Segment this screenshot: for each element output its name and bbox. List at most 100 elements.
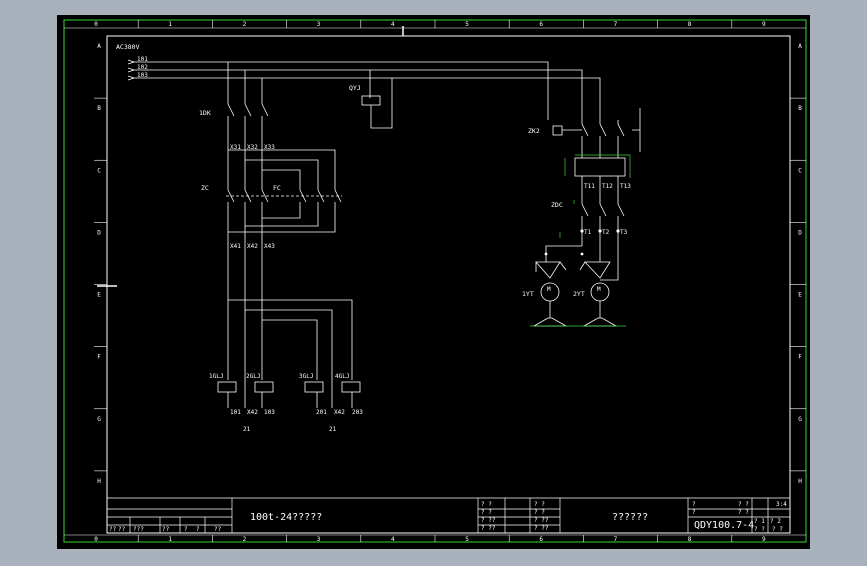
column-number-top: 6	[539, 21, 543, 28]
label-x41: X41	[230, 243, 241, 250]
tb-mid-cell-2: ? ?	[481, 509, 492, 516]
row-letter-left: H	[97, 478, 101, 485]
column-number-top: 2	[243, 21, 247, 28]
tb-left-cell-7: ??	[214, 526, 222, 533]
tb-left-cell-4: ??	[162, 526, 170, 533]
column-number-top: 1	[168, 21, 172, 28]
row-letter-left: A	[97, 43, 101, 50]
tb-right-cell-3: ? ?	[738, 501, 749, 508]
label-t13: T13	[620, 183, 631, 190]
relay-3glj	[304, 381, 324, 393]
tb-left-cell-5: ?	[184, 526, 188, 533]
label-qyj: QYJ	[349, 84, 361, 92]
tb-sheet-2: ? 2	[770, 518, 781, 525]
tb-right-cell-4: ? ?	[738, 509, 749, 516]
row-letter-right: A	[798, 43, 802, 50]
row-letter-left: C	[97, 167, 101, 174]
terminal-201: 201	[316, 409, 327, 416]
tb-left-cell-1: ??	[109, 526, 117, 533]
column-number-top: 0	[94, 21, 98, 28]
label-1glj: 1GLJ	[209, 373, 223, 380]
zk2-contacts	[581, 120, 625, 137]
tb-scale: 3:4	[776, 501, 787, 508]
relay-2glj	[254, 381, 274, 393]
terminal-203: 203	[352, 409, 363, 416]
sheet-background	[57, 15, 810, 549]
label-fc: FC	[273, 184, 281, 192]
label-t11: T11	[584, 183, 595, 190]
column-number-top: 5	[465, 21, 469, 28]
label-t2: T2	[602, 229, 610, 236]
tb-right-cell-2: ?	[692, 509, 696, 516]
row-letter-right: G	[798, 416, 802, 423]
row-ruler-right: A B C D E F G H	[790, 43, 806, 485]
row-letter-right: F	[798, 354, 802, 361]
tb-sheet-1: ? 1	[754, 518, 765, 525]
label-2yt: 2YT	[573, 290, 585, 298]
bus-l1	[132, 61, 549, 120]
motor-2-symbol: M	[597, 286, 601, 293]
column-number-top: 3	[317, 21, 321, 28]
terminal-x42-b: X42	[334, 409, 345, 416]
row-ruler-left: A B C D E F G H	[94, 43, 107, 485]
terminal-x42-a: X42	[247, 409, 258, 416]
tb-mid2-cell-4: ? ??	[534, 525, 549, 532]
tb-sheet-4: ? ?	[772, 526, 783, 533]
row-letter-right: H	[798, 478, 802, 485]
tb-sheet-3: ? ?	[754, 526, 765, 533]
label-2glj: 2GLJ	[246, 373, 260, 380]
tb-mid-cell-4: ? ??	[481, 525, 496, 532]
row-letter-left: G	[97, 416, 101, 423]
label-x43: X43	[264, 243, 275, 250]
tb-mid2-cell-1: ? ?	[534, 501, 545, 508]
tb-mid2-cell-3: ? ??	[534, 517, 549, 524]
row-letter-left: F	[97, 354, 101, 361]
label-x31: X31	[230, 144, 241, 151]
tb-left-cell-2: ??	[118, 526, 126, 533]
label-1dk: 1DK	[199, 109, 211, 117]
row-letter-right: C	[798, 167, 802, 174]
row-letter-left: D	[97, 229, 101, 236]
tb-mid2-cell-2: ? ?	[534, 509, 545, 516]
phase-label-3: 103	[137, 72, 148, 79]
label-x33: X33	[264, 144, 275, 151]
column-number-bottom: 8	[688, 536, 692, 543]
drawing-center-text: ??????	[612, 512, 648, 523]
label-zc: ZC	[201, 184, 209, 192]
label-zk2: ZK2	[528, 127, 540, 135]
title-block-grid	[107, 497, 790, 533]
label-t3: T3	[620, 229, 628, 236]
tb-mid-cell-3: ? ??	[481, 517, 496, 524]
zdc-contacts	[581, 203, 625, 217]
supply-arrows	[127, 59, 136, 81]
row-letter-right: B	[798, 105, 802, 112]
phase-label-2: 102	[137, 64, 148, 71]
column-number-bottom: 0	[94, 536, 98, 543]
tb-right-cell-1: ?	[692, 501, 696, 508]
phase-label-1: 101	[137, 56, 148, 63]
drawing-title: 100t-24?????	[250, 512, 322, 523]
drawing-number: QDY100.7-4	[694, 520, 754, 531]
column-number-bottom: 6	[539, 536, 543, 543]
tb-mid-cell-1: ? ?	[481, 501, 492, 508]
tb-left-cell-6: ?	[196, 526, 200, 533]
row-letter-right: D	[798, 229, 802, 236]
zk2-operator	[552, 125, 563, 136]
row-letter-right: E	[798, 292, 802, 299]
circuit-labels: AC380V 101 102 103 1DK X31 X32 X33 ZC FC…	[116, 43, 631, 433]
label-t1: T1	[584, 229, 592, 236]
row-letter-left: B	[97, 105, 101, 112]
label-4glj: 4GLJ	[335, 373, 349, 380]
column-number-bottom: 5	[465, 536, 469, 543]
row-letter-left: E	[97, 292, 101, 299]
supply-title: AC380V	[116, 43, 140, 51]
junction-dots	[544, 229, 620, 256]
1dk-contacts	[227, 103, 269, 117]
bus-l3	[132, 77, 601, 120]
label-x42: X42	[247, 243, 258, 250]
column-number-bottom: 7	[614, 536, 618, 543]
